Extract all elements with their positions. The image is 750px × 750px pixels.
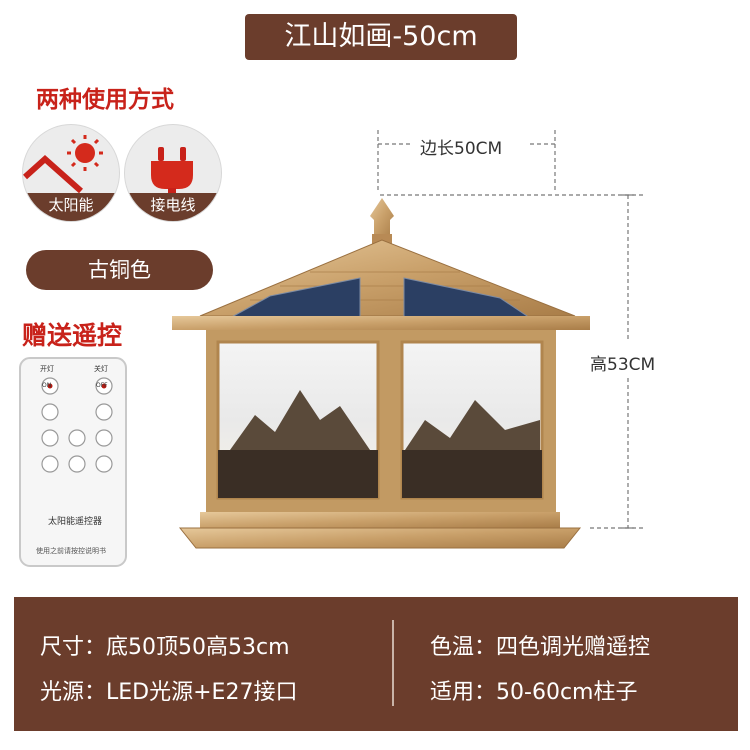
color-option-pill: 古铜色 [26,250,213,290]
spec-size-row: 尺寸：底50顶50高53cm [40,629,290,661]
power-plug-icon [151,147,193,196]
gift-heading: 赠送遥控 [22,321,123,350]
remote-control-illustration [19,357,127,567]
spec-fit-row: 适用：50-60cm柱子 [430,674,637,706]
width-dimension-label: 边长50CM [420,139,503,159]
remote-note-text: 使用之前请按控说明书 [36,547,106,555]
wired-mode-label: 接电线 [125,193,221,221]
remote-brand-text: 太阳能遥控器 [48,517,103,527]
spec-temp-value: 四色调光赠遥控 [496,635,651,660]
spec-temp-row: 色温：四色调光赠遥控 [430,629,650,661]
spec-light-row: 光源：LED光源+E27接口 [40,674,297,706]
spec-size-value: 底50顶50高53cm [106,635,290,660]
wired-mode-badge: 接电线 [124,124,222,222]
solar-sun-icon [23,135,103,194]
remote-off-button-label: OFF [96,382,108,389]
product-title: 江山如画-50cm [284,21,478,52]
spec-light-value: LED光源+E27接口 [106,680,298,705]
spec-fit-key: 适用： [430,680,497,705]
remote-on-button-label: ON [42,382,52,389]
remote-control: 开灯 关灯 ON OFF 太阳能遥控器 使用之前请按控说明书 [18,356,130,574]
solar-mode-badge: 太阳能 [22,124,120,222]
pillar-lamp-image [160,120,600,584]
usage-heading: 两种使用方式 [36,87,174,113]
lamp-illustration [172,198,590,549]
spec-light-key: 光源： [40,680,107,705]
spec-fit-value: 50-60cm柱子 [496,680,638,705]
specs-panel [14,597,738,731]
spec-temp-key: 色温： [430,635,497,660]
color-option-label: 古铜色 [88,258,151,282]
height-dimension-label: 高53CM [590,355,656,375]
remote-on-caption: 开灯 [40,365,54,373]
spec-size-key: 尺寸： [40,635,107,660]
specs-divider [392,620,394,706]
remote-off-caption: 关灯 [94,365,108,373]
product-title-banner: 江山如画-50cm [245,14,517,60]
solar-mode-label: 太阳能 [23,193,119,221]
